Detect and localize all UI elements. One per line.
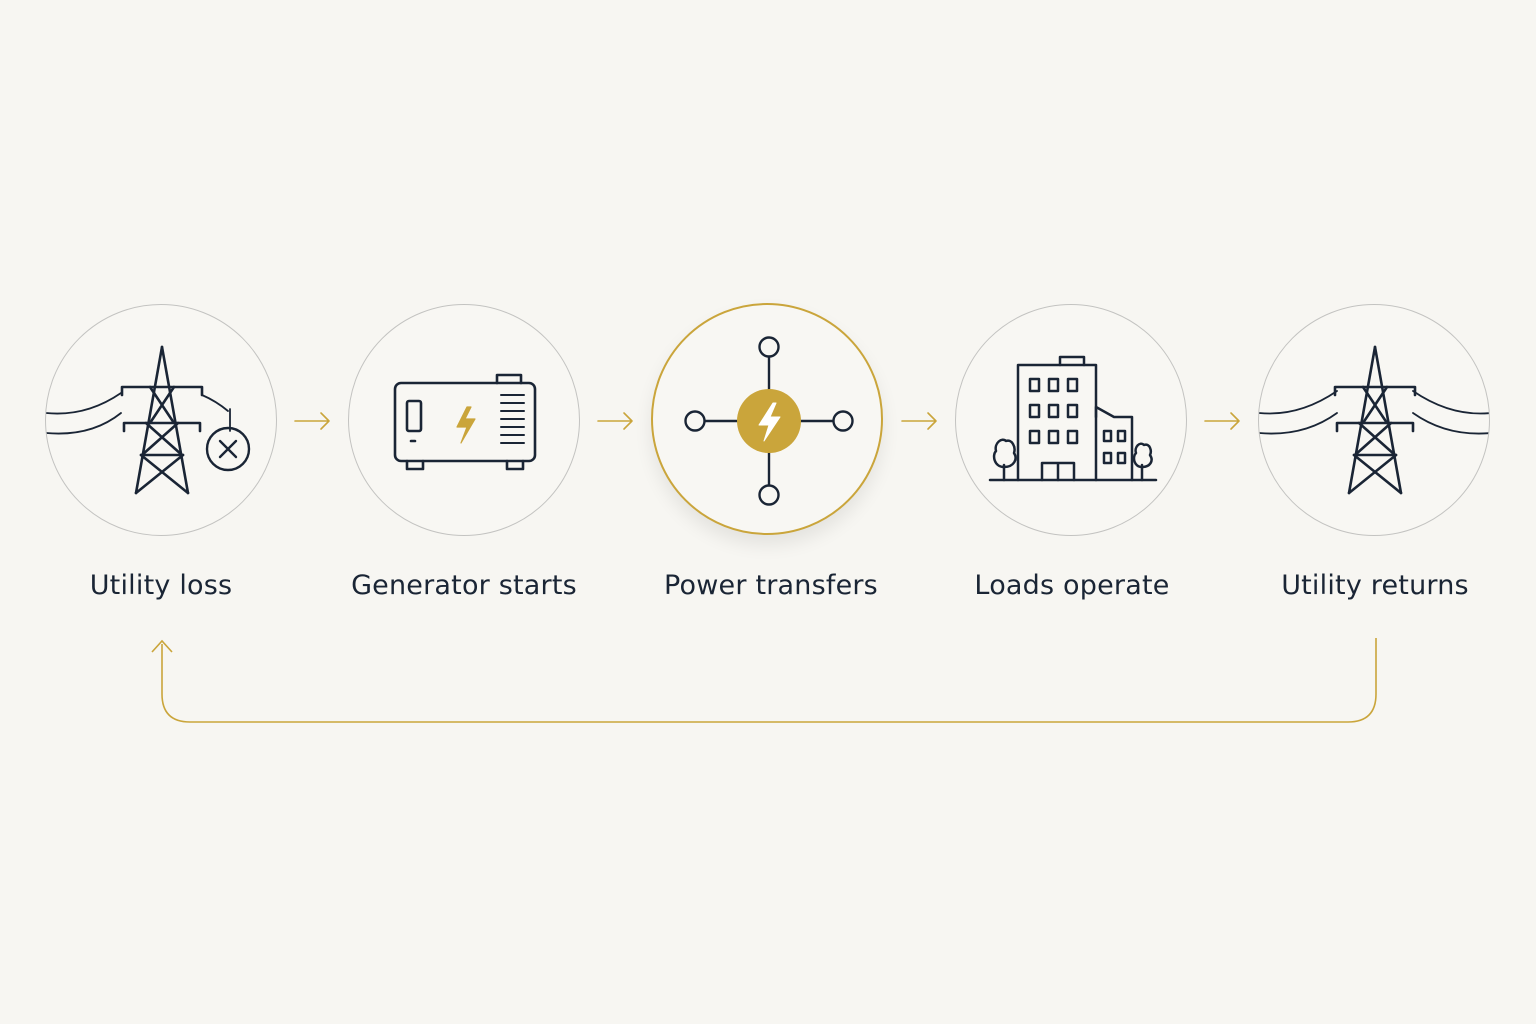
arrow-right-icon bbox=[597, 412, 633, 430]
step-label-loads-operate: Loads operate bbox=[974, 570, 1170, 601]
arrow-right-icon bbox=[1204, 412, 1240, 430]
arrow-right-icon bbox=[294, 412, 330, 430]
step-label-utility-loss: Utility loss bbox=[89, 570, 233, 601]
arrow-right-icon bbox=[901, 412, 937, 430]
step-loads-operate-circle bbox=[955, 304, 1187, 536]
step-power-transfers-circle bbox=[651, 303, 883, 535]
step-utility-returns-circle bbox=[1258, 304, 1490, 536]
transmission-tower-disconnected-icon bbox=[46, 345, 251, 495]
power-transfer-hub-icon bbox=[684, 336, 854, 506]
loop-arrowhead-icon bbox=[151, 639, 173, 653]
generator-icon bbox=[393, 373, 537, 471]
step-label-power-transfers: Power transfers bbox=[664, 570, 878, 601]
step-label-generator-starts: Generator starts bbox=[351, 570, 577, 601]
building-icon bbox=[988, 355, 1158, 482]
transmission-tower-icon bbox=[1259, 345, 1489, 495]
step-generator-starts-circle bbox=[348, 304, 580, 536]
step-label-utility-returns: Utility returns bbox=[1281, 570, 1469, 601]
step-utility-loss-circle bbox=[45, 304, 277, 536]
